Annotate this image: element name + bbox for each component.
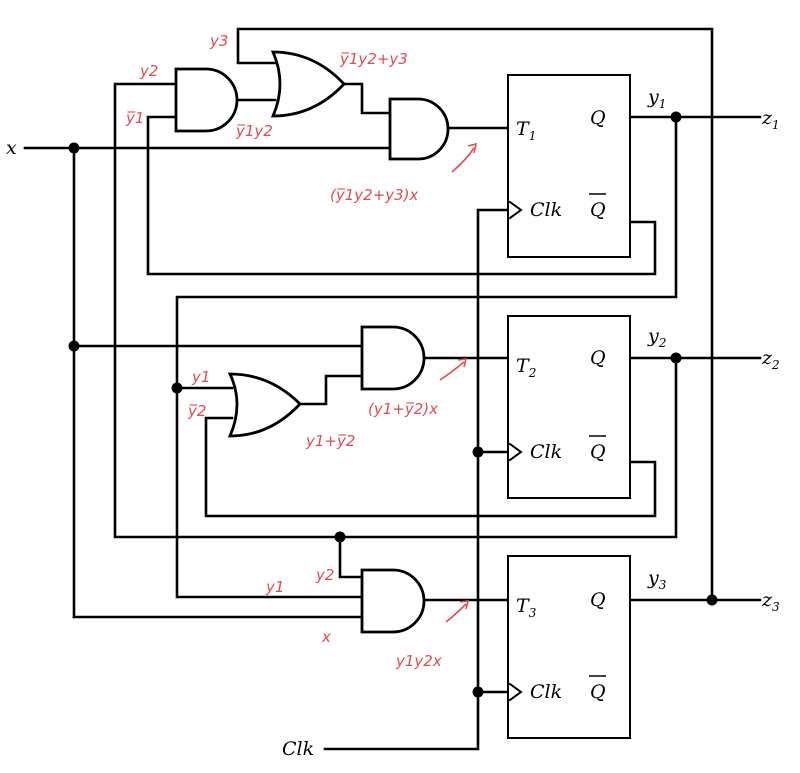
note-and3-x: x (321, 628, 331, 646)
wires (23, 27, 762, 751)
note-and1-y1bar: y̅1 (125, 109, 144, 127)
or-gate-1 (270, 50, 346, 118)
junction-clk-3 (472, 686, 484, 698)
handwritten-annotations: y2 y̅1 y3 y̅1y2+y3 y̅1y2 (y̅1y2+y3)x y1 … (125, 32, 478, 670)
t-flipflop-1: T1 Q Clk Q (507, 74, 631, 258)
junction-x-2 (68, 340, 80, 352)
and-gate-t1 (388, 97, 450, 161)
note-or2-y2bar: y̅2 (187, 402, 206, 420)
z2-label: z2 (761, 347, 780, 372)
ff1-t-label: T1 (516, 118, 536, 143)
y2-label: y2 (647, 325, 666, 350)
junction-y2-and3 (334, 531, 346, 543)
note-and3-y1: y1 (265, 578, 284, 596)
ff2-clk-label: Clk (530, 441, 562, 463)
note-and1-y2: y2 (139, 62, 158, 80)
note-or1-out: y̅1y2+y3 (339, 50, 408, 68)
ff1-clk-label: Clk (530, 199, 562, 221)
z1-label: z1 (761, 107, 780, 132)
junction-y1 (670, 111, 682, 123)
ff1-qbar-label: Q (590, 199, 606, 221)
x-input-label: x (6, 137, 17, 159)
note-t1-arrow-icon (451, 142, 478, 173)
note-t1-expr: (y̅1y2+y3)x (330, 186, 419, 204)
t-flipflop-2: T2 Q Clk Q (507, 315, 631, 499)
ff2-t-label: T2 (516, 355, 536, 380)
note-and3-y2: y2 (315, 566, 334, 584)
t-flipflop-3: T3 Q Clk Q (507, 555, 631, 739)
note-t2-arrow-icon (439, 358, 468, 381)
note-and1-out: y̅1y2 (235, 122, 273, 140)
ff3-t-label: T3 (516, 595, 537, 620)
and-gate-t2 (360, 325, 426, 391)
junction-x-1 (68, 142, 80, 154)
junction-dots (68, 111, 718, 698)
junction-y1-or2 (171, 382, 183, 394)
or-gate-2 (227, 372, 302, 438)
ff1-q-label: Q (590, 107, 606, 129)
ff2-q-label: Q (590, 347, 606, 369)
junction-clk-2 (472, 446, 484, 458)
and-gate-t3 (360, 568, 426, 634)
note-or2-y1: y1 (191, 368, 210, 386)
y1-label: y1 (647, 86, 666, 111)
ff3-qbar-label: Q (590, 681, 606, 703)
y3-label: y3 (647, 567, 667, 592)
and-gate-1 (174, 67, 239, 133)
clk-input-label: Clk (282, 738, 314, 760)
note-t2-expr: (y1+y̅2)x (368, 400, 438, 418)
ff3-clk-label: Clk (530, 681, 562, 703)
ff3-q-label: Q (590, 589, 606, 611)
note-or1-y3: y3 (209, 32, 228, 50)
junction-y3 (706, 594, 718, 606)
z3-label: z3 (761, 589, 780, 614)
note-t3-arrow-icon (445, 600, 470, 623)
ff2-qbar-label: Q (590, 441, 606, 463)
junction-y2 (670, 352, 682, 364)
note-t3-expr: y1y2x (395, 652, 442, 670)
note-or2-out: y1+y̅2 (305, 432, 355, 450)
